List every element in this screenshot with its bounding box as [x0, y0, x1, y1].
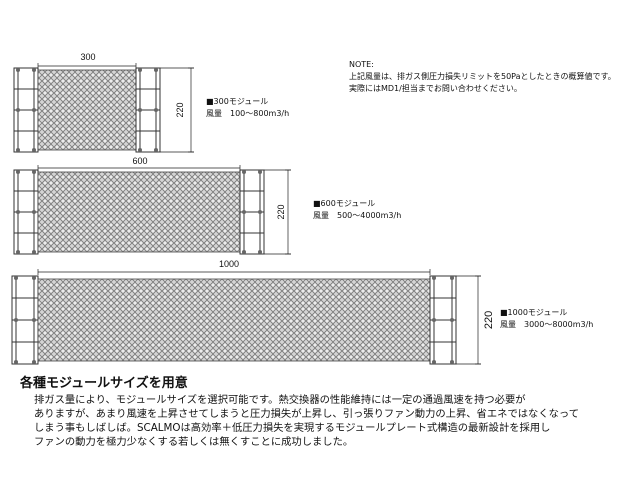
module-300-height-dimension — [160, 67, 194, 153]
module-300: 300 220 ■300モジュール 風量 100～800m3/h — [13, 52, 289, 153]
module-1000-mesh — [37, 278, 431, 362]
module-300-mesh — [37, 69, 137, 151]
section-heading: 各種モジュールサイズを用意 — [20, 376, 188, 391]
description-line-1: 排ガス量により、モジュールサイズを選択可能です。熱交換器の性能維持には一定の通過… — [34, 394, 526, 406]
module-1000-airflow: 風量 3000～8000m3/h — [500, 320, 593, 329]
module-1000-width-label: 1000 — [219, 259, 239, 269]
module-600-name: ■600モジュール — [313, 199, 375, 208]
module-diagram: 300 220 ■300モジュール 風量 100～800m3/h — [11, 52, 616, 365]
note-block: NOTE: 上記風量は、排ガス側圧力損失リミットを50Paとしたときの概算値です… — [349, 60, 616, 93]
note-line-1: 上記風量は、排ガス側圧力損失リミットを50Paとしたときの概算値です。 — [349, 71, 616, 81]
module-1000-height-label: 220 — [483, 311, 495, 329]
module-1000-name: ■1000モジュール — [500, 308, 567, 317]
module-600-mesh — [37, 171, 241, 253]
description-line-3: しまう事もしばしば。SCALMOは高効率＋低圧力損失を実現するモジュールプレート… — [34, 422, 551, 434]
module-600-height-label: 220 — [276, 204, 286, 219]
description-line-4: ファンの動力を極力少なくする若しくは無くすことに成功しました。 — [34, 436, 354, 448]
module-600-width-dimension — [37, 165, 241, 171]
module-1000-height-dimension — [456, 275, 481, 365]
note-title: NOTE: — [349, 60, 374, 69]
note-line-2: 実際にはMD1/担当までお問い合わせください。 — [349, 83, 522, 93]
module-1000-width-dimension — [37, 269, 431, 275]
module-600: 600 220 ■600モジュール 風量 500～4000m3/h — [13, 156, 401, 255]
module-600-width-label: 600 — [132, 156, 147, 166]
description-paragraph: 排ガス量により、モジュールサイズを選択可能です。熱交換器の性能維持には一定の通過… — [34, 393, 634, 449]
module-300-width-dimension — [37, 63, 137, 69]
module-300-width-label: 300 — [80, 52, 95, 62]
module-1000: 1000 220 ■1000モジュール 風量 3000～8000m3/h — [11, 259, 593, 365]
description-line-2: ありますが、あまり風速を上昇させてしまうと圧力損失が上昇し、引っ張りファン動力の… — [34, 408, 580, 420]
module-300-name: ■300モジュール — [206, 97, 268, 106]
module-300-airflow: 風量 100～800m3/h — [206, 109, 289, 118]
module-300-height-label: 220 — [175, 102, 185, 117]
module-600-height-dimension — [264, 169, 291, 255]
module-600-airflow: 風量 500～4000m3/h — [313, 211, 401, 220]
